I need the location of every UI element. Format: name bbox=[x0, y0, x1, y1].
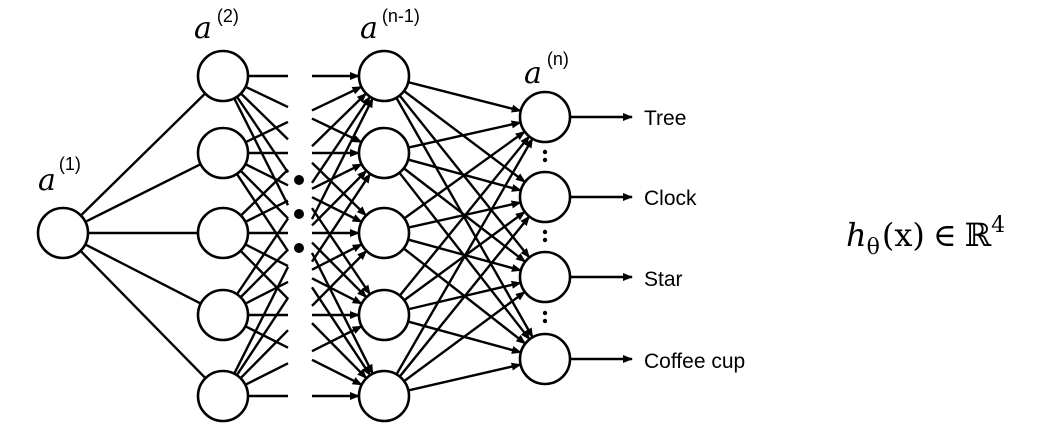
edge-l3-partial bbox=[311, 358, 363, 386]
connections bbox=[79, 72, 633, 400]
edge-l2-partial bbox=[235, 297, 290, 376]
edge-l3-partial bbox=[310, 252, 374, 375]
edge-l3-partial bbox=[311, 241, 368, 299]
edge-l1-l2 bbox=[79, 250, 207, 379]
edge-l3-partial bbox=[310, 286, 372, 376]
edge-l2-partial bbox=[244, 325, 289, 349]
edge-l2-partial bbox=[239, 169, 289, 220]
neuron-layer-n bbox=[518, 170, 572, 224]
edge-l3-l4 bbox=[403, 290, 526, 383]
edge-l3-partial bbox=[311, 243, 363, 271]
neuron-layer-2 bbox=[196, 126, 250, 180]
edge-l2-partial bbox=[240, 168, 289, 217]
layer-label-1: a(1) bbox=[38, 154, 81, 198]
edge-l3-partial bbox=[310, 173, 372, 263]
output-ellipsis-dot bbox=[542, 237, 548, 243]
output-label-star: Star bbox=[644, 268, 683, 291]
edge-l3-partial bbox=[311, 169, 368, 227]
output-label-coffee-cup: Coffee cup bbox=[644, 350, 745, 373]
edge-l3-l4 bbox=[395, 137, 534, 375]
edge-l3-partial bbox=[311, 249, 368, 307]
edge-l3-l4 bbox=[398, 215, 531, 378]
edge-l2-partial bbox=[244, 163, 289, 187]
output-ellipsis-dot bbox=[542, 149, 548, 155]
layer-label-2: a(2) bbox=[194, 6, 239, 46]
edge-l3-l4 bbox=[408, 120, 522, 149]
edge-l2-partial bbox=[244, 243, 289, 268]
neuron-layer-2 bbox=[196, 206, 250, 260]
edge-l2-partial bbox=[233, 266, 290, 375]
edge-l3-partial bbox=[310, 97, 374, 220]
edge-l2-partial bbox=[245, 120, 289, 144]
edge-l1-l2 bbox=[84, 243, 202, 305]
neuron-layer-n-minus-1 bbox=[357, 126, 411, 180]
edge-l1-l2 bbox=[84, 163, 202, 223]
edge-l3-partial bbox=[311, 325, 363, 353]
edge-l2-partial bbox=[244, 280, 289, 305]
edge-l3-partial bbox=[311, 207, 372, 296]
layer-label-n: a(n) bbox=[524, 49, 569, 91]
edge-l3-l4 bbox=[408, 362, 522, 392]
neuron-layer-n bbox=[518, 332, 572, 386]
output-label-clock: Clock bbox=[644, 187, 697, 210]
edge-l1-l2 bbox=[80, 92, 206, 217]
edge-l2-partial bbox=[245, 85, 289, 109]
output-ellipsis-dot bbox=[542, 229, 548, 235]
edge-l3-partial bbox=[311, 277, 363, 305]
neuron-layer-n-minus-1 bbox=[357, 369, 411, 423]
neuron-layer-n-minus-1 bbox=[357, 206, 411, 260]
edge-l3-l4 bbox=[403, 130, 526, 220]
layer-label-n-minus-1: a(n-1) bbox=[360, 6, 420, 46]
edge-l3-partial bbox=[311, 322, 368, 380]
output-ellipsis-dot bbox=[542, 310, 548, 316]
neurons bbox=[36, 49, 572, 423]
edge-l3-l4 bbox=[407, 81, 522, 113]
edge-l3-partial bbox=[311, 95, 372, 184]
edge-l2-partial bbox=[239, 248, 289, 299]
ellipsis-dots bbox=[294, 149, 548, 324]
edge-l3-partial bbox=[311, 85, 363, 112]
hidden-layers-ellipsis-dot bbox=[294, 175, 304, 185]
hypothesis-formula: hθ(x)∈ℝ4 bbox=[846, 213, 1005, 260]
edge-l2-partial bbox=[239, 329, 289, 380]
output-label-tree: Tree bbox=[644, 107, 686, 130]
edge-l2-partial bbox=[244, 199, 289, 223]
neuron-layer-2 bbox=[196, 288, 250, 342]
edge-l3-partial bbox=[311, 92, 367, 148]
edge-l2-partial bbox=[233, 97, 290, 206]
neuron-layer-n bbox=[518, 250, 572, 304]
edge-l2-partial bbox=[235, 217, 289, 295]
neuron-layer-2 bbox=[196, 49, 250, 103]
neuron-layer-1 bbox=[36, 206, 90, 260]
neuron-layer-n-minus-1 bbox=[357, 288, 411, 342]
neuron-layer-n bbox=[518, 90, 572, 144]
edge-l3-l4 bbox=[403, 90, 526, 183]
neuron-layer-n-minus-1 bbox=[357, 49, 411, 103]
edge-l3-l4 bbox=[398, 135, 531, 297]
edge-l3-partial bbox=[311, 163, 363, 190]
output-ellipsis-dot bbox=[542, 318, 548, 324]
neuron-layer-2 bbox=[196, 369, 250, 423]
edge-l2-partial bbox=[244, 362, 289, 386]
edge-l3-l4 bbox=[398, 94, 531, 259]
hidden-layers-ellipsis-dot bbox=[294, 243, 304, 253]
output-ellipsis-dot bbox=[542, 157, 548, 163]
hidden-layers-ellipsis-dot bbox=[294, 209, 304, 219]
edge-l2-partial bbox=[240, 92, 289, 141]
